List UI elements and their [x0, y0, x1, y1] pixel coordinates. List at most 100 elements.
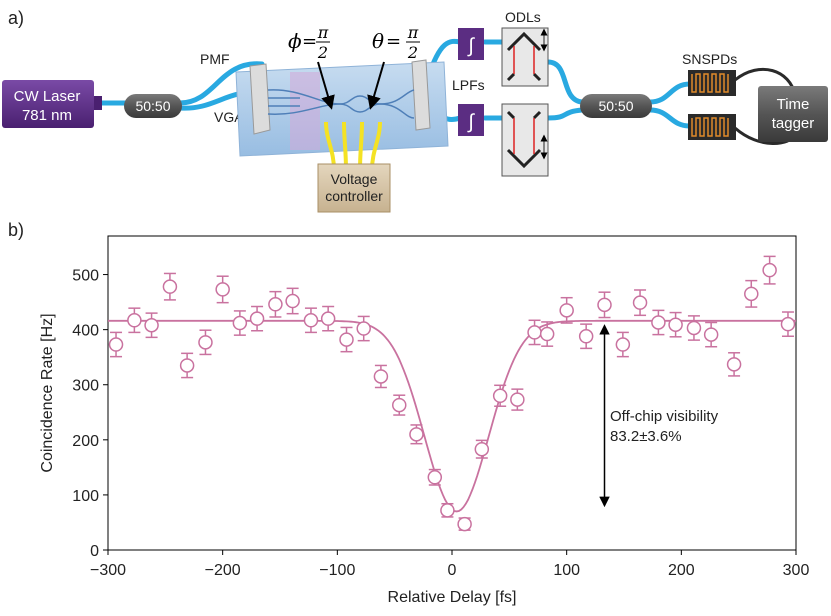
lpfs-label: LPFs: [452, 77, 485, 93]
point-marker: [320, 311, 336, 326]
x-axis-label: Relative Delay [fs]: [388, 589, 517, 606]
wire-3: [358, 121, 364, 171]
point-marker: [744, 286, 759, 302]
phi-den: 2: [317, 43, 328, 62]
visibility-annotation-line1: Off-chip visibility: [610, 408, 719, 425]
x-tick-label: −300: [90, 562, 126, 579]
data-point: [409, 424, 424, 445]
lpf-filters: ∫ ∫ LPFs: [452, 28, 485, 136]
fiber-odl-splitter-bot: [545, 107, 585, 121]
vga-block: [249, 63, 271, 135]
x-tick-label: 300: [783, 562, 810, 579]
optical-delay-lines: ODLs: [501, 9, 549, 177]
odl-bottom-retroreflector: [506, 148, 542, 169]
point-marker: [268, 297, 283, 312]
point-marker: [285, 293, 300, 309]
data-point: [215, 275, 230, 304]
data-point: [392, 394, 407, 416]
data-point: [303, 307, 319, 334]
splitter-out-label: 50:50: [598, 98, 633, 114]
data-point: [427, 468, 443, 486]
odls-label: ODLs: [505, 9, 541, 25]
phi-label: ϕ = π 2: [288, 23, 335, 110]
wire-2: [342, 121, 348, 171]
point-marker: [668, 317, 683, 332]
fiber-splitter-snspd-bot: [647, 107, 693, 129]
odl-bottom-beam: [513, 118, 535, 154]
data-point: [510, 388, 525, 411]
theta-arrow: [367, 61, 385, 110]
data-point: [474, 439, 490, 459]
splitter-out-body: [580, 94, 652, 118]
lpf-bottom-symbol: ∫: [467, 111, 475, 133]
data-point: [668, 311, 683, 338]
point-marker: [162, 279, 178, 294]
controller-label-line2: controller: [325, 188, 383, 204]
data-point: [651, 309, 666, 336]
data-point: [492, 384, 508, 407]
theta-num: π: [407, 23, 419, 42]
y-tick-label: 500: [72, 268, 99, 285]
point-marker: [409, 427, 424, 442]
waveguides: [267, 89, 415, 119]
odl-top-retroreflector: [506, 31, 542, 52]
lpf-bottom: [458, 104, 484, 136]
point-marker: [215, 282, 230, 297]
data-point: [615, 331, 631, 358]
y-tick-label: 100: [72, 488, 99, 505]
controller-body: [317, 163, 391, 213]
point-marker: [703, 327, 719, 342]
data-points-layer: [108, 255, 796, 532]
data-point: [144, 312, 159, 339]
panel-a-label: a): [8, 8, 24, 28]
x-tick-label: 100: [553, 562, 580, 579]
fiber-splitter-snspd-top: [647, 81, 693, 105]
panel-b-label: b): [8, 220, 24, 240]
splitter-in-label: 50:50: [135, 98, 170, 114]
laser-body: [2, 80, 94, 128]
snspd-detectors: SNSPDs: [682, 51, 737, 140]
data-point: [179, 352, 195, 379]
phi-eq: =: [302, 31, 317, 52]
point-marker: [559, 303, 574, 318]
point-marker: [527, 325, 542, 340]
data-point: [762, 255, 777, 285]
theta-eq: =: [386, 31, 401, 52]
x-tick-label: 0: [448, 562, 457, 579]
voltage-controller: Voltage controller: [317, 163, 391, 213]
data-point: [339, 326, 354, 353]
time-tagger-body: [758, 86, 828, 142]
data-point: [285, 287, 300, 315]
point-marker: [615, 337, 631, 352]
odl-top-beam: [513, 46, 535, 74]
phi-symbol: ϕ: [288, 29, 302, 53]
data-point: [440, 502, 455, 518]
data-point: [249, 305, 265, 332]
point-marker: [427, 470, 443, 485]
time-tagger-line2: tagger: [772, 115, 815, 132]
snspd-bottom-meander: [691, 117, 729, 137]
data-point: [744, 279, 759, 308]
point-marker: [249, 311, 265, 326]
data-point: [578, 323, 594, 350]
point-marker: [632, 295, 648, 310]
snspd-top-meander: [691, 73, 729, 93]
fiber-odl-splitter-top: [545, 59, 585, 105]
x-tick-label: −200: [205, 562, 241, 579]
data-point: [127, 307, 142, 334]
point-marker: [198, 335, 213, 350]
data-point: [268, 290, 283, 318]
panel-a: a) CW Laser 781 nm: [2, 8, 828, 213]
theta-symbol: θ: [372, 29, 384, 53]
phi-num: π: [317, 23, 329, 42]
point-marker: [108, 337, 124, 352]
y-tick-label: 0: [90, 543, 99, 560]
beam-splitter-output: 50:50: [580, 94, 652, 118]
data-point: [726, 352, 742, 377]
point-marker: [144, 317, 159, 333]
data-point: [780, 311, 796, 338]
point-marker: [762, 262, 777, 278]
point-marker: [303, 313, 319, 328]
point-marker: [127, 313, 142, 328]
